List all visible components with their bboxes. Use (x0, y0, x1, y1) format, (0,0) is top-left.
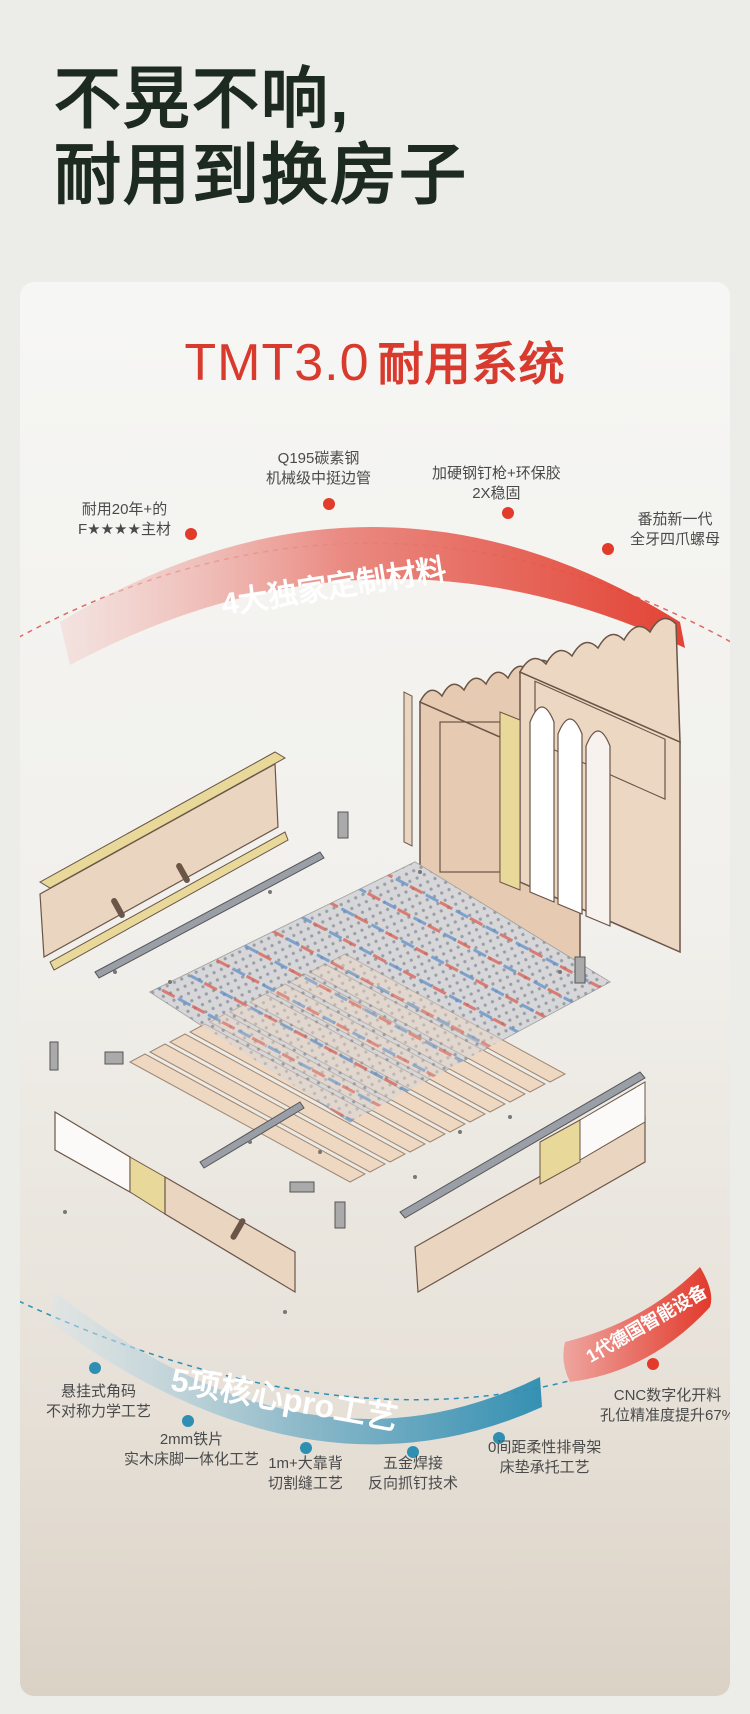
craft-label-1: 悬挂式角码 不对称力学工艺 (46, 1383, 152, 1420)
exploded-bed-illustration (20, 498, 730, 1458)
left-side-rail (38, 751, 325, 979)
material-label-4: 番茄新一代 全牙四爪螺母 (630, 511, 721, 548)
material-label-2: Q195碳素钢 机械级中挺边管 (266, 450, 372, 487)
material-label-1: 耐用20年+的 F★★★★主材 (78, 501, 171, 538)
footboard (54, 1101, 305, 1294)
craft-label-4: 五金焊接 反向抓钉技术 (368, 1455, 459, 1492)
material-label-3: 加硬钢钉枪+环保胶 2X稳固 (432, 465, 561, 502)
craft-label-2: 2mm铁片 实木床脚一体化工艺 (124, 1431, 260, 1468)
card-title-latin: TMT3.0 (184, 334, 370, 392)
craft-label-6: CNC数字化开料 孔位精准度提升67% (600, 1387, 730, 1424)
card-title-cjk: 耐用系统 (377, 338, 566, 390)
craft-label-5: 0间距柔性排骨架 床垫承托工艺 (488, 1439, 602, 1476)
slat-frame (128, 861, 612, 1183)
headline-line-2: 耐用到换房子 (54, 138, 468, 213)
page-headline: 不晃不响, 耐用到换房子 (54, 62, 704, 214)
right-side-rail (399, 1071, 646, 1293)
craft-label-3: 1m+大靠背 切割缝工艺 (268, 1455, 344, 1492)
headline-line-1: 不晃不响, (54, 62, 351, 137)
hardware (49, 811, 586, 1314)
